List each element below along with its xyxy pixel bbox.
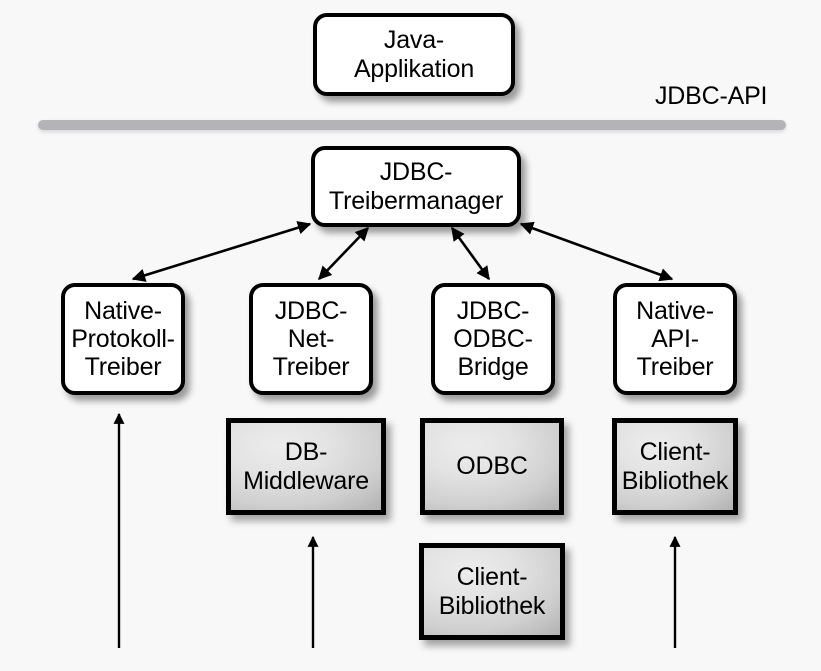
edge-treibermanager-jdbc-net	[318, 227, 369, 280]
node-jdbc-net-treiber[interactable]: JDBC- Net- Treiber	[249, 283, 373, 395]
edge-treibermanager-native-api	[519, 221, 674, 282]
edge-treibermanager-jdbc-odbc	[450, 226, 491, 281]
node-db-middleware[interactable]: DB- Middleware	[226, 418, 386, 515]
node-jdbc-treibermanager[interactable]: JDBC- Treibermanager	[311, 146, 521, 227]
node-native-api-treiber[interactable]: Native- API- Treiber	[613, 283, 737, 395]
node-jdbc-odbc-bridge[interactable]: JDBC- ODBC- Bridge	[431, 283, 555, 395]
node-client-bibliothek-middle[interactable]: Client- Bibliothek	[419, 543, 565, 640]
node-java-applikation[interactable]: Java- Applikation	[313, 13, 515, 96]
node-odbc[interactable]: ODBC	[420, 418, 564, 515]
jdbc-api-boundary-bar	[38, 120, 786, 130]
node-client-bibliothek-right[interactable]: Client- Bibliothek	[612, 418, 738, 515]
node-native-protokoll-treiber[interactable]: Native- Protokoll- Treiber	[61, 283, 185, 395]
jdbc-api-label: JDBC-API	[655, 82, 768, 110]
edge-treibermanager-native-protokoll	[131, 221, 312, 282]
